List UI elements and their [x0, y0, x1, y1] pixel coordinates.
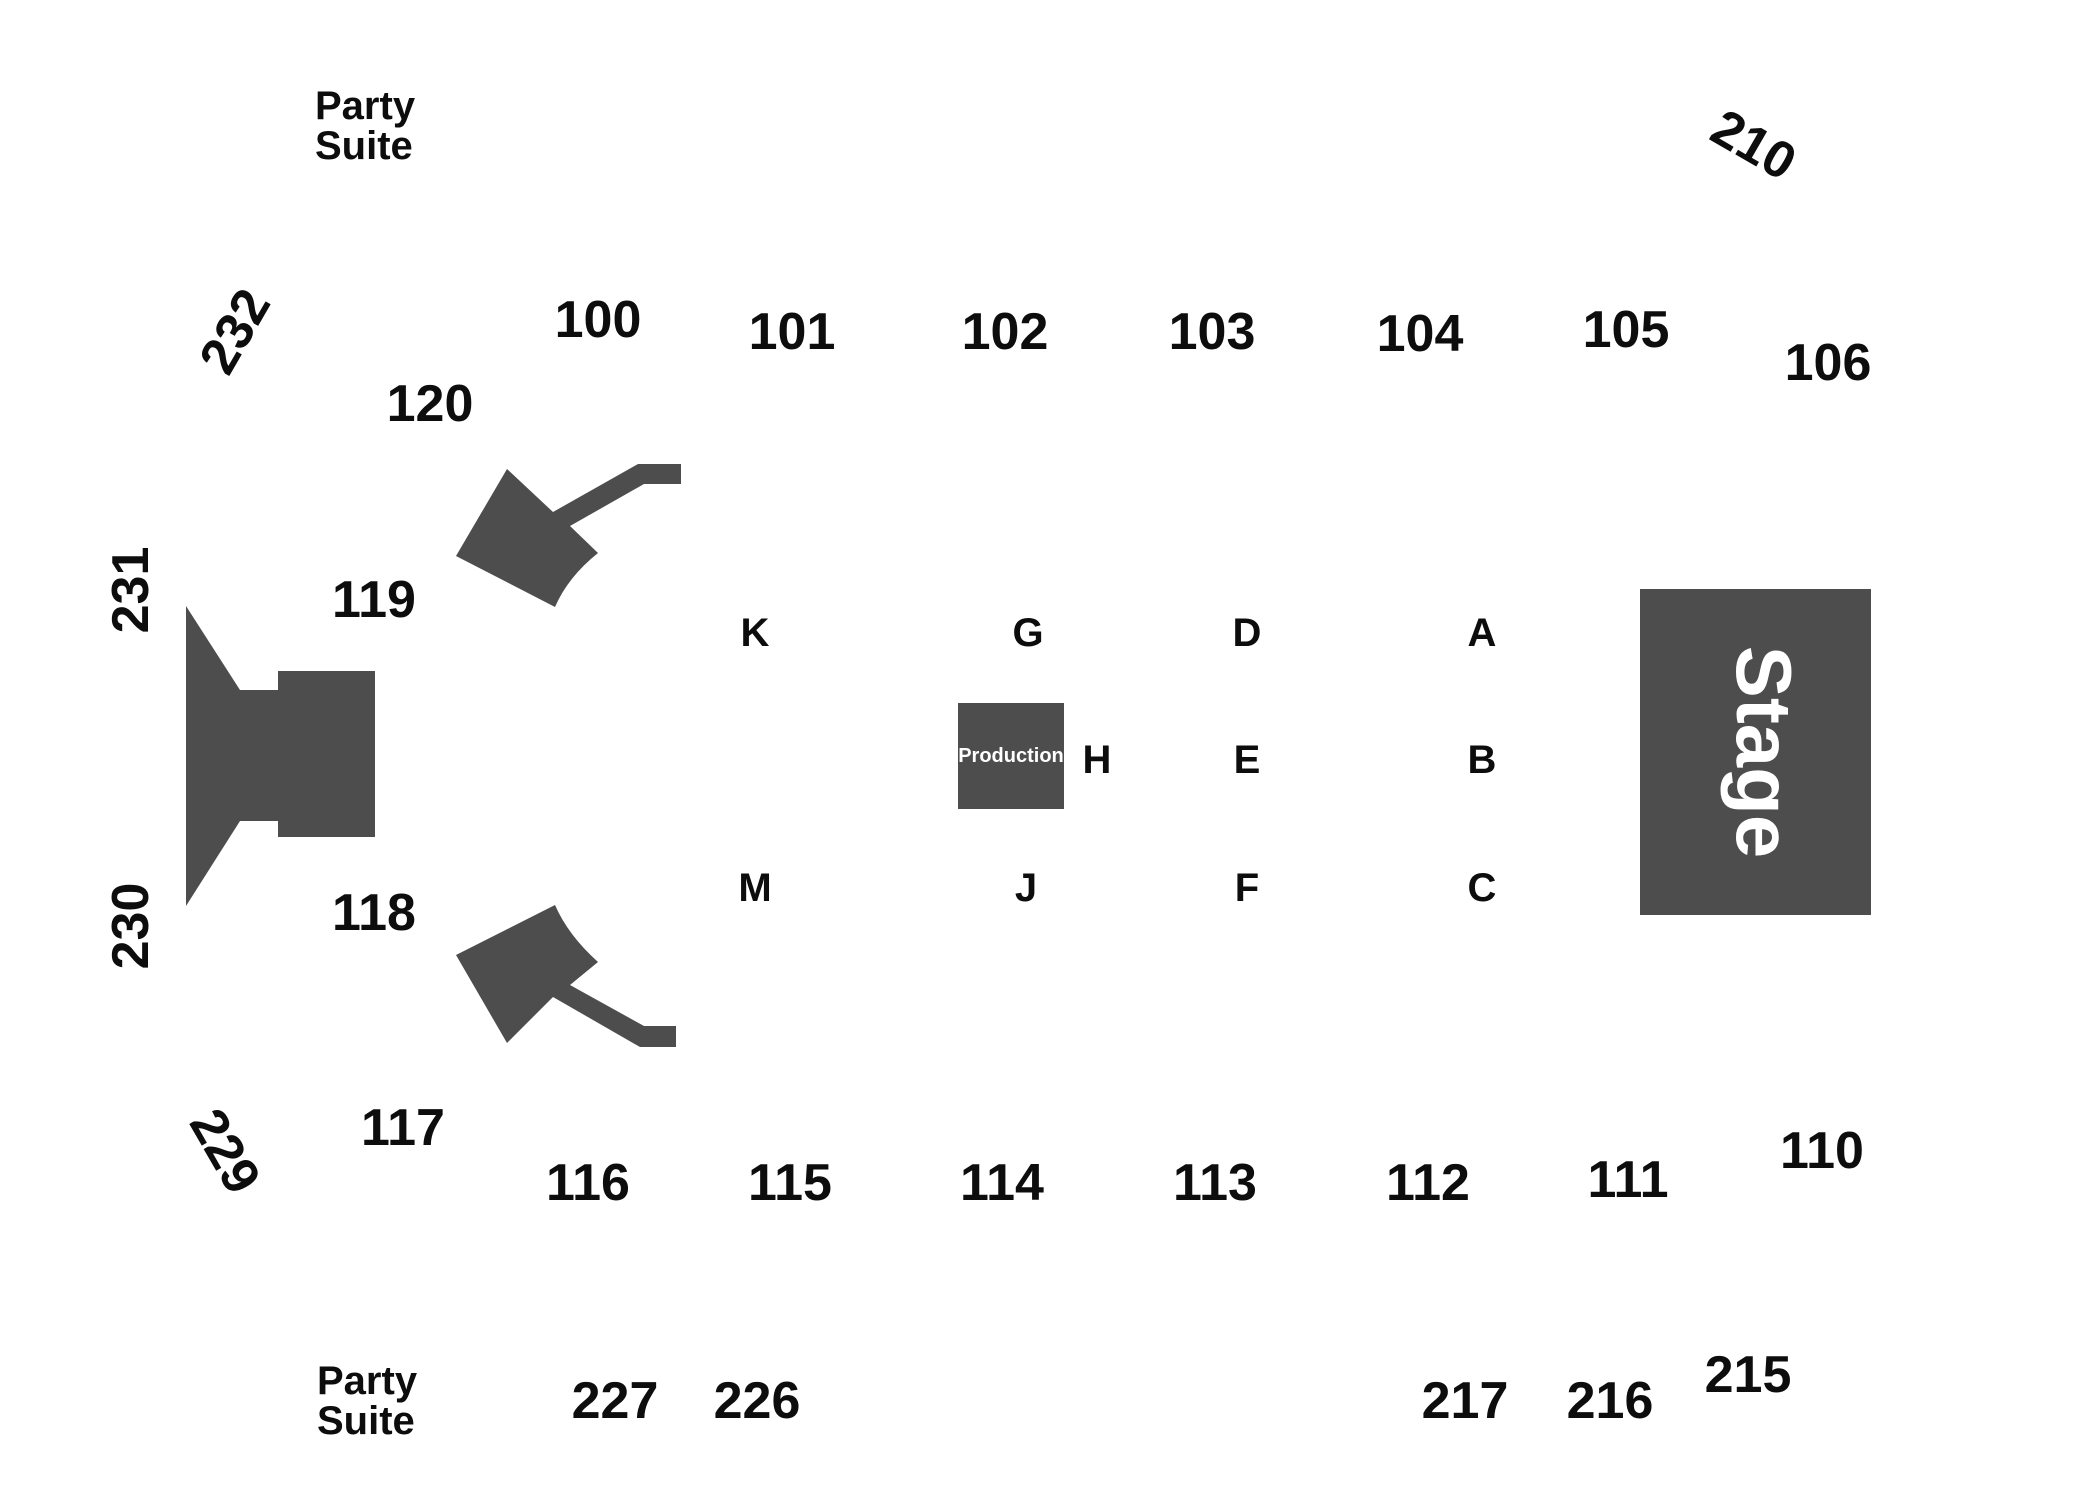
floor-section-e[interactable]: E [1234, 738, 1261, 782]
section-120[interactable]: 120 [387, 375, 474, 433]
section-111[interactable]: 111 [1587, 1151, 1668, 1209]
tunnel-upper [456, 464, 681, 607]
section-117[interactable]: 117 [361, 1099, 445, 1157]
section-118[interactable]: 118 [332, 884, 416, 942]
tunnel-lower [456, 905, 676, 1047]
section-215[interactable]: 215 [1705, 1346, 1792, 1404]
section-217[interactable]: 217 [1422, 1372, 1509, 1430]
section-105[interactable]: 105 [1583, 301, 1670, 359]
floor-section-b[interactable]: B [1468, 738, 1497, 782]
production-booth: Production [958, 703, 1064, 809]
end-structure [186, 606, 375, 906]
production-label: Production [958, 745, 1064, 767]
section-226[interactable]: 226 [714, 1372, 801, 1430]
section-210[interactable]: 210 [1701, 98, 1805, 192]
svg-text:Suite: Suite [315, 124, 413, 168]
floor-section-j[interactable]: J [1015, 866, 1037, 910]
section-106[interactable]: 106 [1785, 334, 1872, 392]
stage: Stage [1640, 589, 1871, 915]
section-104[interactable]: 104 [1377, 305, 1464, 363]
floor-section-h[interactable]: H [1083, 738, 1112, 782]
section-229[interactable]: 229 [178, 1099, 272, 1203]
section-113[interactable]: 113 [1173, 1154, 1257, 1212]
floor-section-c[interactable]: C [1468, 866, 1497, 910]
section-100[interactable]: 100 [555, 291, 642, 349]
section-227[interactable]: 227 [572, 1372, 659, 1430]
stage-label: Stage [1720, 646, 1808, 858]
section-102[interactable]: 102 [962, 303, 1049, 361]
floor-section-a[interactable]: A [1468, 611, 1497, 655]
section-231[interactable]: 231 [102, 547, 160, 634]
floor-section-d[interactable]: D [1233, 611, 1262, 655]
floor-section-m[interactable]: M [738, 866, 771, 910]
section-114[interactable]: 114 [960, 1154, 1044, 1212]
section-119[interactable]: 119 [332, 571, 416, 629]
section-232[interactable]: 232 [188, 279, 282, 383]
section-112[interactable]: 112 [1386, 1154, 1470, 1212]
section-230[interactable]: 230 [102, 883, 160, 970]
svg-text:Party: Party [317, 1359, 418, 1403]
svg-text:Party: Party [315, 84, 416, 128]
section-116[interactable]: 116 [546, 1154, 630, 1212]
party-suite-top[interactable]: Party Suite [315, 84, 416, 168]
section-115[interactable]: 115 [748, 1154, 832, 1212]
svg-text:Suite: Suite [317, 1399, 415, 1443]
section-216[interactable]: 216 [1567, 1372, 1654, 1430]
section-103[interactable]: 103 [1169, 303, 1256, 361]
floor-section-k[interactable]: K [741, 611, 770, 655]
section-110[interactable]: 110 [1780, 1122, 1864, 1180]
party-suite-bottom[interactable]: Party Suite [317, 1359, 418, 1443]
section-101[interactable]: 101 [749, 303, 836, 361]
floor-section-f[interactable]: F [1235, 866, 1259, 910]
floor-section-g[interactable]: G [1012, 611, 1043, 655]
